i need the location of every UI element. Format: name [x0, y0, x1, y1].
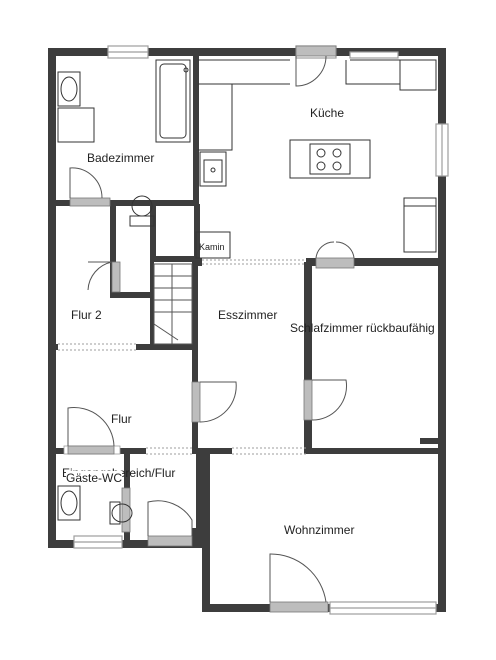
label-wohnzimmer: Wohnzimmer	[284, 523, 355, 537]
kitchen-fixtures	[195, 59, 437, 259]
label-flur: Flur	[111, 412, 132, 426]
label-kamin: Kamin	[199, 242, 225, 252]
label-flur2: Flur 2	[71, 308, 102, 322]
guest-sink	[57, 485, 81, 521]
label-gaeste-wc: Gäste-WC	[66, 471, 123, 485]
label-badezimmer: Badezimmer	[87, 151, 155, 165]
label-schlafzimmer: Schlafzimmer rückbaufähig	[290, 321, 435, 335]
stairs	[153, 263, 193, 345]
label-kueche: Küche	[310, 106, 345, 120]
bathroom-fixtures	[57, 59, 191, 525]
window-top-right	[349, 51, 399, 59]
doors	[63, 45, 355, 613]
kitchen-island	[289, 139, 371, 179]
open-passages	[58, 259, 306, 455]
fridge	[403, 197, 437, 253]
label-esszimmer: Esszimmer	[218, 308, 278, 322]
kamin-box	[195, 231, 231, 259]
sink	[57, 71, 81, 107]
guest-toilet	[109, 501, 121, 525]
bathtub	[155, 59, 191, 143]
